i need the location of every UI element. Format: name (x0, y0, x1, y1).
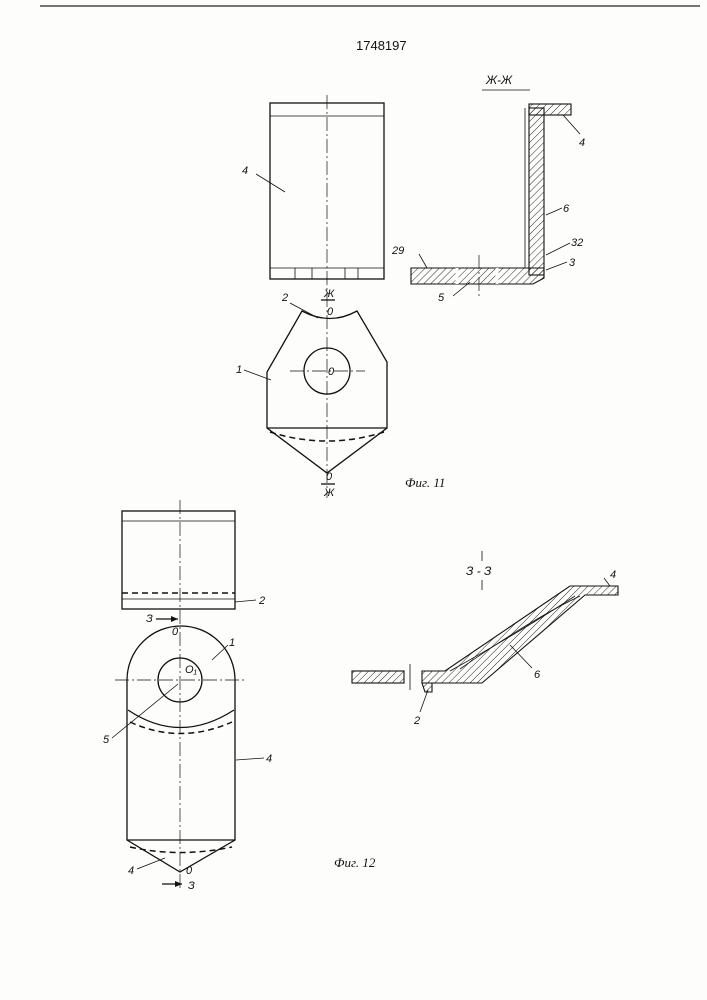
fig11-section-label-32: 32 (571, 237, 583, 249)
fig12-cut-bottom-o: 0 (186, 865, 193, 877)
figure-11: 4 Ж 0 2 0 1 0 Ж Фиг. 11 Ж-Ж (236, 73, 585, 499)
fig12-part-2-plate (122, 511, 256, 609)
fig12-section-label-2: 2 (413, 715, 420, 727)
fig11-section-label-5: 5 (438, 292, 445, 304)
fig12-label-1: 1 (229, 637, 235, 649)
fig11-cut-bottom-letter: Ж (323, 487, 335, 499)
fig11-section-label-3: 3 (569, 257, 576, 269)
fig11-section-label-29: 29 (391, 245, 404, 257)
fig11-cut-bottom-o: 0 (326, 471, 333, 483)
fig11-label-2: 2 (281, 292, 288, 304)
fig12-cut-bottom-letter: З (188, 880, 195, 892)
fig12-cut-top-o: 0 (172, 626, 179, 638)
fig11-label-1: 1 (236, 364, 242, 376)
patent-number: 1748197 (356, 38, 407, 53)
fig12-section-label-6: 6 (534, 669, 541, 681)
fig11-section-label-6: 6 (563, 203, 570, 215)
fig11-cut-top-letter: Ж (323, 288, 335, 300)
fig12-label-4-right: 4 (266, 753, 272, 765)
fig11-center-o: 0 (328, 366, 335, 378)
fig11-section-label-4: 4 (579, 137, 585, 149)
fig11-part-4-plate (256, 103, 384, 279)
figure-12: 2 З 0 O₁ 1 5 4 4 0 З Фиг. 12 (103, 500, 618, 892)
fig12-label-5: 5 (103, 734, 110, 746)
fig11-section-view: Ж-Ж (411, 73, 580, 298)
fig12-caption: Фиг. 12 (334, 855, 376, 870)
fig12-label-4-bottom: 4 (128, 865, 134, 877)
fig12-section-label-4: 4 (610, 569, 616, 581)
fig11-section-label: Ж-Ж (485, 73, 513, 87)
fig11-cut-top-o: 0 (327, 306, 334, 318)
fig12-section-view: З - З (352, 551, 618, 712)
fig12-center-o1: O₁ (185, 664, 198, 676)
fig12-cut-top-letter: З (146, 613, 153, 625)
fig11-caption: Фиг. 11 (405, 475, 445, 490)
fig11-label-4: 4 (242, 165, 248, 177)
fig12-label-2: 2 (258, 595, 265, 607)
fig12-section-label: З - З (466, 564, 492, 578)
